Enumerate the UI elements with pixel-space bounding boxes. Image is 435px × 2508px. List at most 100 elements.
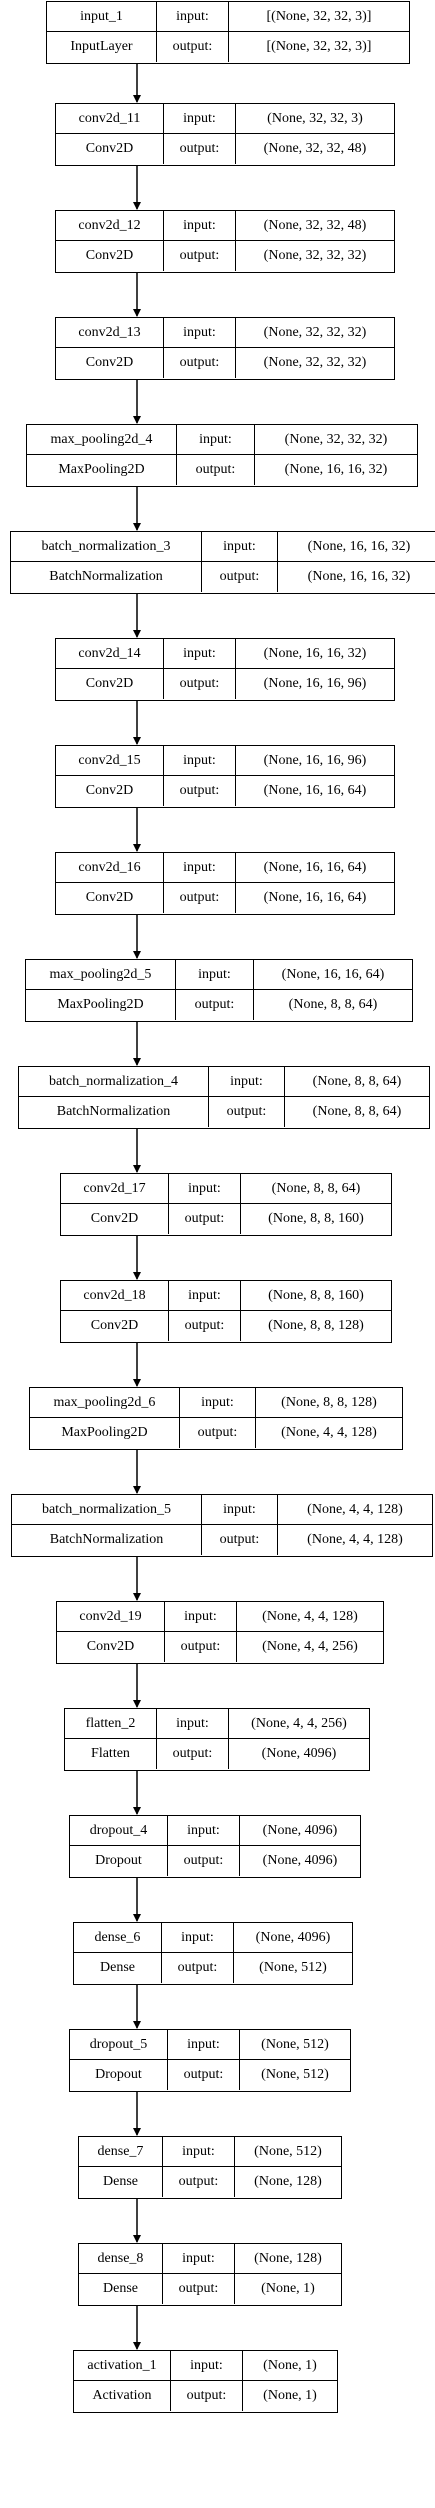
- input-label: input:: [169, 1174, 241, 1204]
- input-shape: [(None, 32, 32, 3)]: [229, 2, 409, 32]
- input-label: input:: [180, 1388, 256, 1418]
- output-label: output:: [164, 883, 236, 913]
- layer-name: flatten_2: [65, 1709, 157, 1739]
- input-shape: (None, 4096): [240, 1816, 360, 1846]
- output-shape: (None, 512): [259, 1960, 327, 1975]
- layer-type: MaxPooling2D: [26, 990, 176, 1020]
- input-shape: (None, 128): [235, 2244, 341, 2274]
- layer-type: Dense: [74, 1953, 162, 1983]
- output-label: output:: [168, 2060, 240, 2090]
- layer-type: Dense: [79, 2167, 163, 2197]
- output-label: output:: [169, 1204, 241, 1234]
- input-shape: (None, 8, 8, 128): [256, 1388, 402, 1418]
- layer-type: BatchNormalization: [11, 562, 202, 592]
- layer-type: Conv2D: [61, 1204, 169, 1234]
- layer-name: conv2d_14: [56, 639, 164, 669]
- layer-name: max_pooling2d_4: [27, 425, 177, 455]
- layer-type: MaxPooling2D: [30, 1418, 180, 1448]
- layer-name: batch_normalization_5: [12, 1495, 202, 1525]
- layer-name: conv2d_15: [56, 746, 164, 776]
- input-label: input:: [164, 746, 236, 776]
- output-label: output:: [162, 1953, 234, 1983]
- input-shape: (None, 8, 8, 160): [241, 1281, 391, 1311]
- output-label: output:: [209, 1097, 285, 1127]
- layer-name: max_pooling2d_5: [26, 960, 176, 990]
- output-label: output:: [168, 1846, 240, 1876]
- layer-name: conv2d_17: [61, 1174, 169, 1204]
- layer-type: Dropout: [70, 1846, 168, 1876]
- input-label: input:: [202, 532, 278, 562]
- input-label: input:: [202, 1495, 278, 1525]
- layer-type: Conv2D: [57, 1632, 165, 1662]
- layer-name: conv2d_13: [56, 318, 164, 348]
- output-label: output:: [180, 1418, 256, 1448]
- layer-name: conv2d_18: [61, 1281, 169, 1311]
- output-shape: (None, 16, 16, 96): [263, 676, 367, 691]
- input-shape: (None, 32, 32, 3): [236, 104, 394, 134]
- input-shape: (None, 8, 8, 64): [285, 1067, 429, 1097]
- output-shape: (None, 8, 8, 64): [312, 1104, 402, 1119]
- output-shape: (None, 4, 4, 128): [281, 1425, 377, 1440]
- layer-name: conv2d_16: [56, 853, 164, 883]
- input-label: input:: [209, 1067, 285, 1097]
- output-label: output:: [164, 134, 236, 164]
- layer-type: Dropout: [70, 2060, 168, 2090]
- layer-name: dropout_4: [70, 1816, 168, 1846]
- input-shape: (None, 4, 4, 128): [237, 1602, 383, 1632]
- input-label: input:: [164, 639, 236, 669]
- input-shape: (None, 8, 8, 64): [241, 1174, 391, 1204]
- input-shape: (None, 32, 32, 48): [236, 211, 394, 241]
- output-shape: (None, 16, 16, 64): [263, 890, 367, 905]
- input-shape: (None, 16, 16, 64): [236, 853, 394, 883]
- layer-type: Conv2D: [56, 241, 164, 271]
- input-label: input:: [164, 104, 236, 134]
- output-shape: (None, 32, 32, 32): [263, 355, 367, 370]
- output-shape: (None, 4, 4, 128): [307, 1532, 403, 1547]
- output-label: output:: [164, 348, 236, 378]
- output-shape: [(None, 32, 32, 3)]: [266, 39, 372, 54]
- output-label: output:: [171, 2381, 243, 2411]
- output-label: output:: [202, 1525, 278, 1555]
- input-shape: (None, 16, 16, 32): [278, 532, 435, 562]
- output-shape: (None, 128): [254, 2174, 322, 2189]
- input-label: input:: [165, 1602, 237, 1632]
- input-shape: (None, 16, 16, 64): [254, 960, 412, 990]
- input-label: input:: [164, 211, 236, 241]
- input-label: input:: [163, 2244, 235, 2274]
- layer-name: max_pooling2d_6: [30, 1388, 180, 1418]
- input-label: input:: [168, 1816, 240, 1846]
- input-label: input:: [169, 1281, 241, 1311]
- input-label: input:: [176, 960, 254, 990]
- output-label: output:: [164, 669, 236, 699]
- output-label: output:: [157, 1739, 229, 1769]
- output-shape: (None, 4096): [262, 1853, 338, 1868]
- output-shape: (None, 4, 4, 256): [262, 1639, 358, 1654]
- layer-name: batch_normalization_3: [11, 532, 202, 562]
- layer-type: InputLayer: [47, 32, 157, 62]
- input-label: input:: [162, 1923, 234, 1953]
- output-label: output:: [165, 1632, 237, 1662]
- output-shape: (None, 4096): [261, 1746, 337, 1761]
- layer-type: Conv2D: [56, 776, 164, 806]
